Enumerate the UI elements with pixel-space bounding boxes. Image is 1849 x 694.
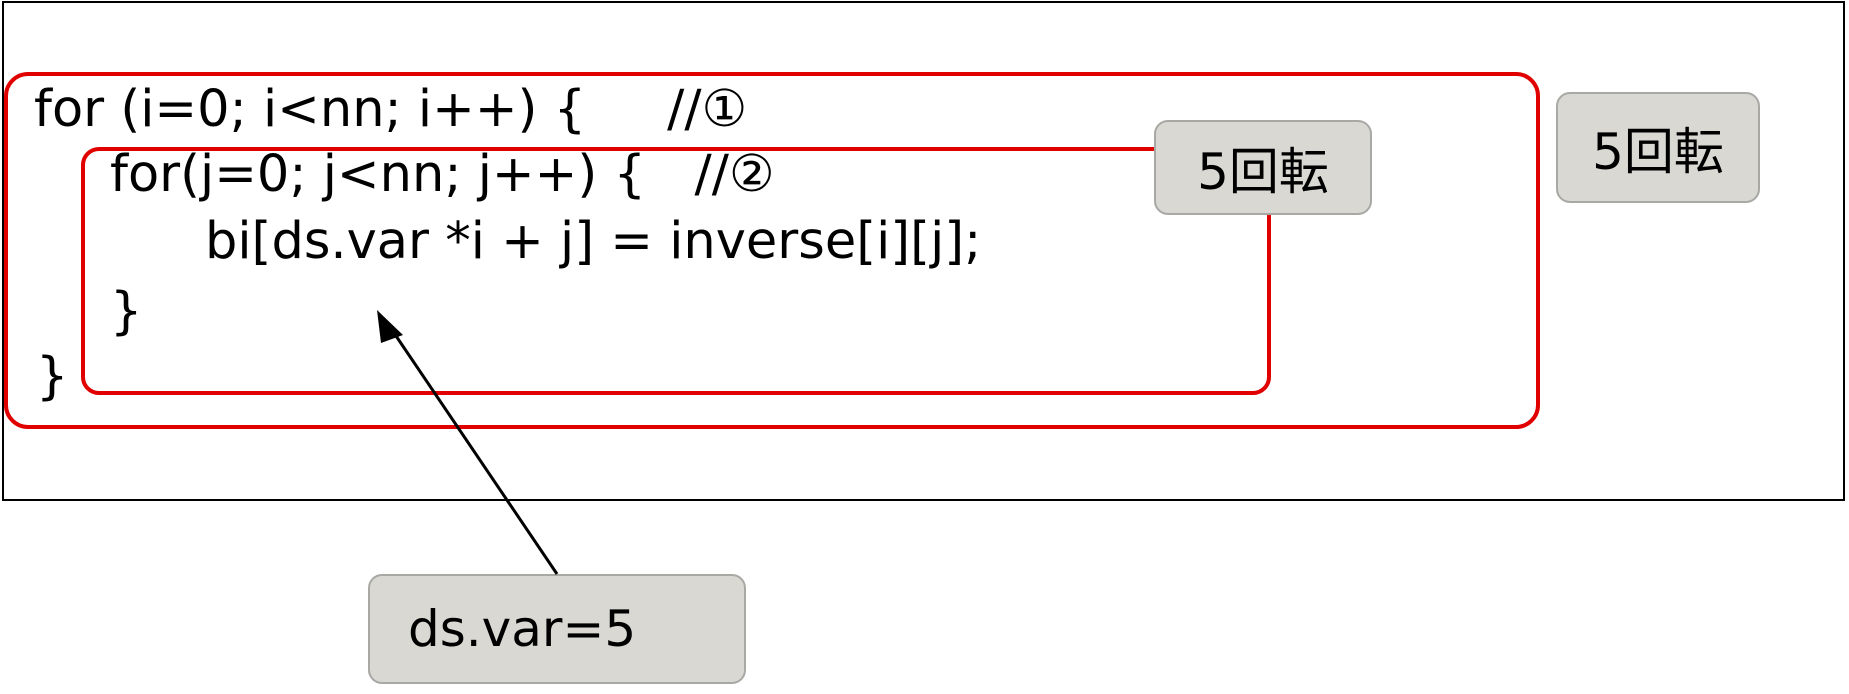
code-line-inner-for: for(j=0; j<nn; j++) { //②: [110, 145, 775, 204]
inner-loop-count-label: 5回転: [1197, 142, 1329, 201]
inner-loop-count-callout: 5回転: [1154, 120, 1372, 215]
code-line-inner-close-brace: }: [110, 282, 143, 341]
outer-loop-count-callout: 5回転: [1556, 92, 1760, 203]
outer-loop-highlight: [4, 72, 1540, 429]
code-frame: [2, 1, 1845, 501]
code-line-outer-for: for (i=0; i<nn; i++) { //①: [34, 80, 748, 139]
outer-loop-count-label: 5回転: [1592, 122, 1724, 181]
variable-value-label: ds.var=5: [408, 600, 637, 658]
variable-value-callout: ds.var=5: [368, 574, 746, 684]
inner-loop-highlight: [81, 147, 1271, 395]
code-line-outer-close-brace: }: [36, 347, 69, 406]
code-line-assignment: bi[ds.var *i + j] = inverse[i][j];: [205, 212, 982, 271]
